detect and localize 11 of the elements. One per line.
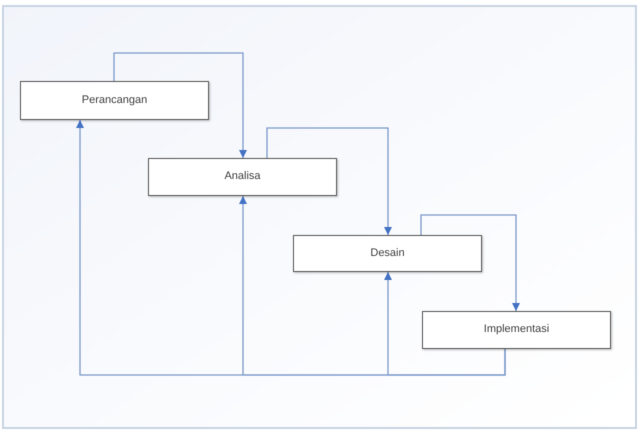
connector-arrow — [420, 214, 520, 311]
node-label: Implementasi — [484, 323, 550, 337]
node-label: Analisa — [224, 170, 261, 184]
connector-arrow — [113, 52, 247, 158]
connector-arrow — [266, 127, 392, 235]
node-label: Perancangan — [82, 94, 148, 108]
process-box — [148, 158, 337, 196]
process-box — [20, 81, 209, 120]
process-box — [293, 235, 482, 272]
process-box — [422, 311, 611, 349]
node-label: Desain — [370, 246, 405, 260]
